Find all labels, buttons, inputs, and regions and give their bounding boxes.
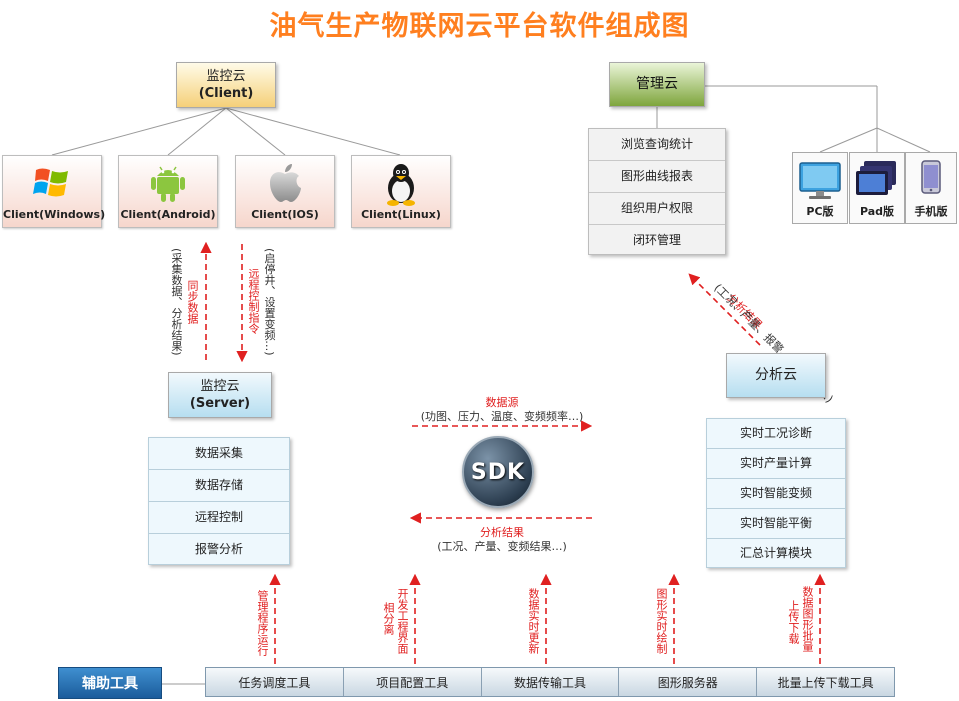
device-label: Pad版: [859, 205, 895, 218]
phone-icon: [921, 160, 941, 194]
flow-arrows: [200, 241, 826, 664]
linux-penguin-icon: [387, 164, 415, 206]
management-function-list: 浏览查询统计 图形曲线报表 组织用户权限 闭环管理: [588, 128, 726, 255]
management-tree-lines: [162, 85, 931, 685]
list-item: 数据采集: [149, 438, 289, 470]
remote-title: 远程控制指令: [247, 268, 260, 334]
client-label: Client(Android): [120, 208, 216, 221]
windows-logo-icon: [33, 168, 68, 197]
server-cloud-label: 监控云: [200, 379, 240, 394]
tablet-icon: [856, 161, 896, 195]
server-cloud-box: 监控云 (Server): [168, 372, 272, 418]
client-cloud-box: 监控云 (Client): [176, 62, 276, 108]
analysis-result-detail: (工况、产量、变频结果…): [437, 540, 567, 553]
analysis-cloud-label: 分析云: [755, 367, 797, 383]
server-function-list: 数据采集 数据存储 远程控制 报警分析: [148, 437, 290, 565]
device-phone: 手机版: [905, 152, 957, 224]
data-source-title: 数据源: [485, 396, 519, 409]
client-ios: Client(IOS): [235, 155, 335, 228]
client-label: Client(Windows): [3, 208, 106, 221]
client-android: Client(Android): [118, 155, 218, 228]
sync-title: 同步数据: [186, 280, 199, 324]
aux-tools-label: 辅助工具: [58, 667, 162, 699]
management-cloud-box: 管理云: [609, 62, 705, 107]
sdk-label: SDK: [470, 460, 526, 485]
sdk-emblem: SDK: [462, 436, 534, 508]
tool-arrow-label: 相分离: [382, 602, 395, 635]
list-item: 浏览查询统计: [589, 129, 725, 161]
remote-detail: (启停井、设置变频…): [263, 248, 276, 356]
android-logo-icon: [151, 166, 185, 202]
list-item: 实时工况诊断: [707, 419, 845, 449]
client-label: Client(IOS): [251, 208, 319, 221]
device-pad: Pad版: [849, 152, 905, 224]
tool-graphics-server: 图形服务器: [619, 668, 758, 696]
analysis-cloud-box: 分析云: [726, 353, 826, 398]
client-cloud-label: 监控云: [206, 69, 246, 84]
client-label: Client(Linux): [361, 208, 441, 221]
list-item: 报警分析: [194, 542, 243, 556]
device-label: 手机版: [914, 205, 948, 218]
analysis-function-list: 实时工况诊断 实时产量计算 实时智能变频 实时智能平衡 汇总计算模块: [706, 418, 846, 568]
client-tree-lines: [51, 107, 401, 156]
list-item: 图形曲线报表: [589, 161, 725, 193]
tool-data-transfer: 数据传输工具: [482, 668, 620, 696]
list-item: 闭环管理: [632, 233, 681, 247]
apple-logo-icon: [270, 164, 301, 202]
management-cloud-label: 管理云: [636, 76, 678, 92]
tool-arrow-label: 数据实时更新: [527, 588, 540, 654]
analysis-to-management-arrow: [688, 273, 761, 346]
diagram-title: 油气生产物联网云平台软件组成图: [269, 11, 690, 42]
data-source-detail: (功图、压力、温度、变频频率…): [420, 410, 584, 423]
device-pc: PC版: [792, 152, 848, 224]
tool-task-scheduler: 任务调度工具: [206, 668, 344, 696]
sync-detail: (采集数据、分析结果): [170, 248, 183, 356]
list-item: 实时智能变频: [707, 479, 845, 509]
client-linux: Client(Linux): [351, 155, 451, 228]
list-item: 汇总计算模块: [739, 546, 812, 560]
tool-batch-transfer: 批量上传下载工具: [777, 676, 874, 690]
tool-arrow-label: 数据图形批量: [801, 586, 814, 652]
tool-arrow-label: 开发工程界面: [396, 588, 409, 654]
monitor-icon: [799, 162, 841, 199]
tool-bar: 任务调度工具 项目配置工具 数据传输工具 图形服务器 批量上传下载工具: [205, 667, 895, 697]
tool-arrow-label: 图形实时绘制: [655, 588, 668, 654]
analysis-result-title: 分析结果: [480, 526, 524, 539]
device-label: PC版: [806, 205, 834, 218]
client-windows: Client(Windows): [2, 155, 106, 228]
list-item: 数据存储: [149, 470, 289, 502]
list-item: 组织用户权限: [589, 193, 725, 225]
tool-project-config: 项目配置工具: [344, 668, 482, 696]
list-item: 实时产量计算: [707, 449, 845, 479]
server-cloud-sublabel: (Server): [189, 396, 251, 411]
client-cloud-sublabel: (Client): [198, 86, 254, 101]
tool-arrow-label: 管理程序运行: [256, 590, 269, 656]
list-item: 远程控制: [149, 502, 289, 534]
tool-arrow-label: 上传下载: [787, 600, 800, 644]
list-item: 实时智能平衡: [707, 509, 845, 539]
